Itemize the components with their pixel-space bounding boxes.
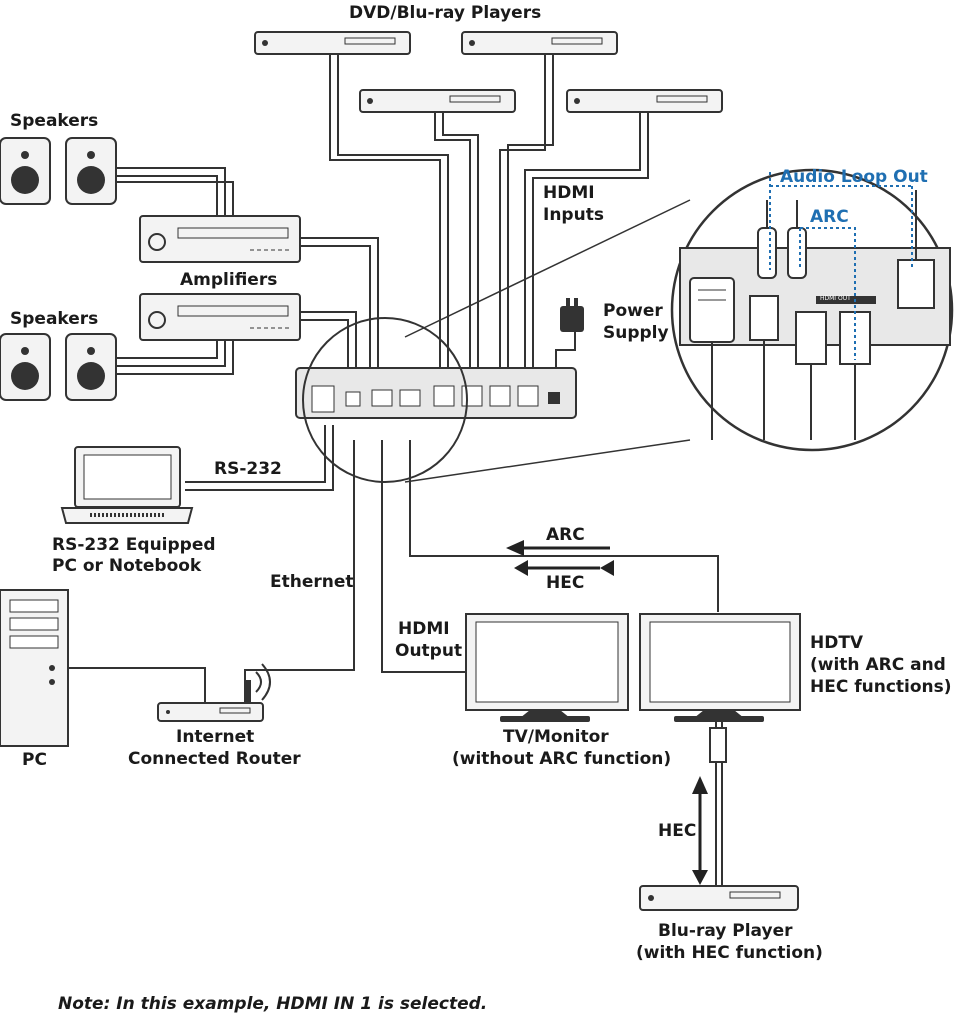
dvd-player-1 [254, 31, 411, 55]
label-hdtv-3: HEC functions) [810, 677, 952, 697]
zoom-circle-small [302, 317, 468, 483]
label-ethernet: Ethernet [270, 572, 354, 592]
speakers-bottom [0, 333, 117, 401]
dvd-player-4 [566, 89, 723, 113]
label-arc-zoom: ARC [810, 207, 849, 227]
label-arc: ARC [546, 525, 585, 545]
label-tv-2: (without ARC function) [452, 749, 671, 769]
power-supply-icon [560, 298, 584, 332]
label-dvd-players: DVD/Blu-ray Players [349, 3, 541, 23]
hdtv [639, 613, 801, 763]
amplifier-1 [139, 215, 301, 263]
label-pc-notebook-1: RS-232 Equipped [52, 535, 216, 555]
amplifier-2 [139, 293, 301, 341]
laptop-icon [60, 446, 194, 524]
hdmi-switcher [295, 367, 577, 419]
label-amplifiers: Amplifiers [180, 270, 277, 290]
footnote: Note: In this example, HDMI IN 1 is sele… [58, 994, 488, 1014]
label-speakers-top: Speakers [10, 111, 98, 131]
zoom-detail [670, 168, 954, 452]
label-router-2: Connected Router [128, 749, 301, 769]
label-hec-vertical: HEC [658, 821, 696, 841]
dvd-player-2 [461, 31, 618, 55]
label-speakers-bottom: Speakers [10, 309, 98, 329]
label-power-2: Supply [603, 323, 669, 343]
label-hdmi-output-2: Output [395, 641, 462, 661]
router-icon [157, 663, 271, 722]
label-pc: PC [22, 750, 47, 770]
speakers-top [0, 137, 117, 205]
label-hdtv-2: (with ARC and [810, 655, 946, 675]
label-audio-loop-out: Audio Loop Out [780, 167, 928, 187]
dvd-player-3 [359, 89, 516, 113]
label-hdmi-inputs-2: Inputs [543, 205, 604, 225]
label-hdmi-out-port: HDMI OUT [820, 295, 851, 302]
tv-monitor [465, 613, 629, 722]
label-router-1: Internet [176, 727, 254, 747]
label-tv-1: TV/Monitor [503, 727, 609, 747]
bluray-player-hec [639, 885, 799, 911]
label-hdtv-1: HDTV [810, 633, 864, 653]
label-power-1: Power [603, 301, 663, 321]
label-hec: HEC [546, 573, 584, 593]
label-hdmi-output-1: HDMI [398, 619, 450, 639]
label-hdmi-inputs-1: HDMI [543, 183, 595, 203]
arrows [506, 540, 708, 885]
label-rs232: RS-232 [214, 459, 282, 479]
label-bluray-2: (with HEC function) [636, 943, 823, 963]
label-bluray-1: Blu-ray Player [658, 921, 793, 941]
pc-tower-icon [0, 589, 69, 747]
label-pc-notebook-2: PC or Notebook [52, 556, 202, 576]
